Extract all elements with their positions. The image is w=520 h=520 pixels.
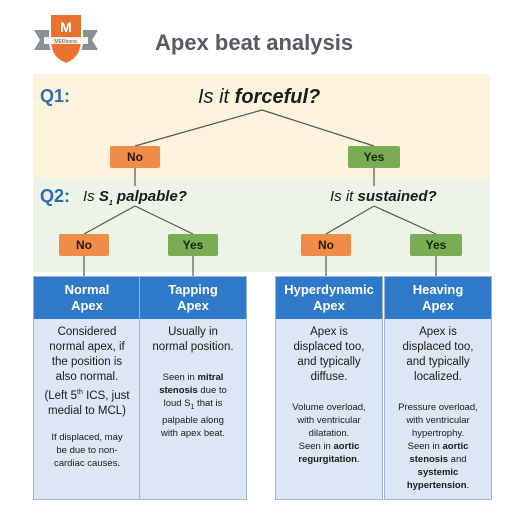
q1-no-box: No [110,146,160,168]
q1-question-pre: Is it [198,86,235,108]
q2-right-line-yes [373,205,437,235]
q2-left-question-pre: Is [83,188,99,205]
q1-question: Is it forceful? [198,86,320,109]
q2-band [33,178,490,272]
q1-line-left [134,109,263,147]
card-normal-title-line1: Normal [64,282,110,297]
card-tapping-title-line2: Apex [177,298,209,313]
card-hyperdynamic-title-line2: Apex [313,298,345,313]
card-hyperdynamic-note: Volume overload, with ventricular dilata… [292,402,366,465]
q1-line-right [261,109,375,147]
q2-left-question-s: S [98,188,109,205]
logo-text: MEDtronic [54,39,78,45]
card-hyperdynamic-main: Apex is displaced too, and typically dif… [293,326,365,383]
card-normal-title-line2: Apex [71,298,103,313]
card-tapping-title-line1: Tapping [168,282,218,297]
q2-left-yes-box: Yes [168,234,218,256]
q2-left-no-box: No [59,234,109,256]
q2-right-question-pre: Is it [330,188,358,205]
logo-letter: M [60,19,72,35]
q2-left-line-no [83,205,136,235]
q1-label: Q1: [40,86,71,106]
q2-left-question-emph: palpable? [112,188,187,205]
q2-right-line-no [325,205,375,235]
q2-right-question-emph: sustained? [357,188,437,205]
q2-label: Q2: [40,186,71,206]
q2-right-yes-box: Yes [410,234,462,256]
q1-yes-box: Yes [348,146,400,168]
q2-left-question: Is S1 palpable? [83,188,187,207]
card-normal-note: If displaced, may be due to non- cardiac… [51,431,123,469]
q2-right-question: Is it sustained? [330,188,437,205]
q2-right-no-box: No [301,234,351,256]
card-heaving-main: Apex is displaced too, and typically loc… [402,326,474,383]
logo: M MEDtronic [30,10,102,68]
page-title: Apex beat analysis [155,30,354,55]
q2-left-question-sub: 1 [108,200,113,207]
q1-question-emph: forceful? [234,86,321,108]
card-heaving-title-line1: Heaving [412,282,464,297]
card-tapping-note: Seen in mitral stenosis due to loud S1 t… [159,372,227,439]
card-heaving-note: Pressure overload, with ventricular hype… [398,402,478,491]
q1-band [33,74,490,178]
card-tapping-main: Usually in normal position. [152,326,234,353]
card-normal-main: Considered normal apex, if the position … [44,326,130,417]
card-heaving-title-line2: Apex [422,298,454,313]
card-hyperdynamic-title-line1: Hyperdynamic [284,282,374,297]
q2-left-line-yes [134,205,194,235]
